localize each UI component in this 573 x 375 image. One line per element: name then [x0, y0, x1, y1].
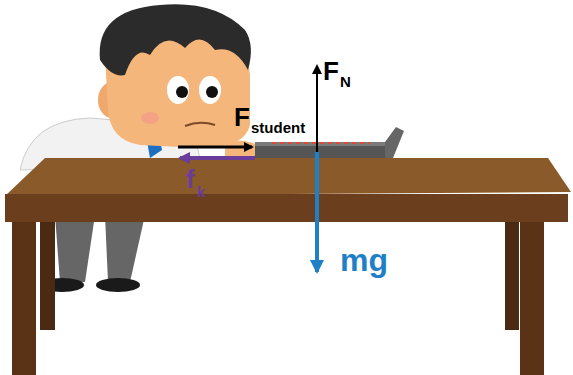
- student-head: [98, 4, 251, 148]
- friction-subscript: k: [197, 184, 205, 199]
- normal-force-arrow: [316, 66, 318, 152]
- force-symbol: F: [234, 104, 250, 130]
- weight-label: mg: [340, 244, 388, 276]
- student-legs: [40, 215, 145, 292]
- force-symbol: F: [323, 58, 339, 84]
- applied-force-arrow: [178, 146, 252, 149]
- force-subscript: student: [251, 120, 305, 135]
- weight-arrow: [315, 152, 319, 272]
- table: [5, 158, 571, 375]
- friction-arrow: [180, 156, 255, 160]
- friction-symbol: f: [186, 166, 195, 192]
- force-subscript: N: [340, 74, 351, 89]
